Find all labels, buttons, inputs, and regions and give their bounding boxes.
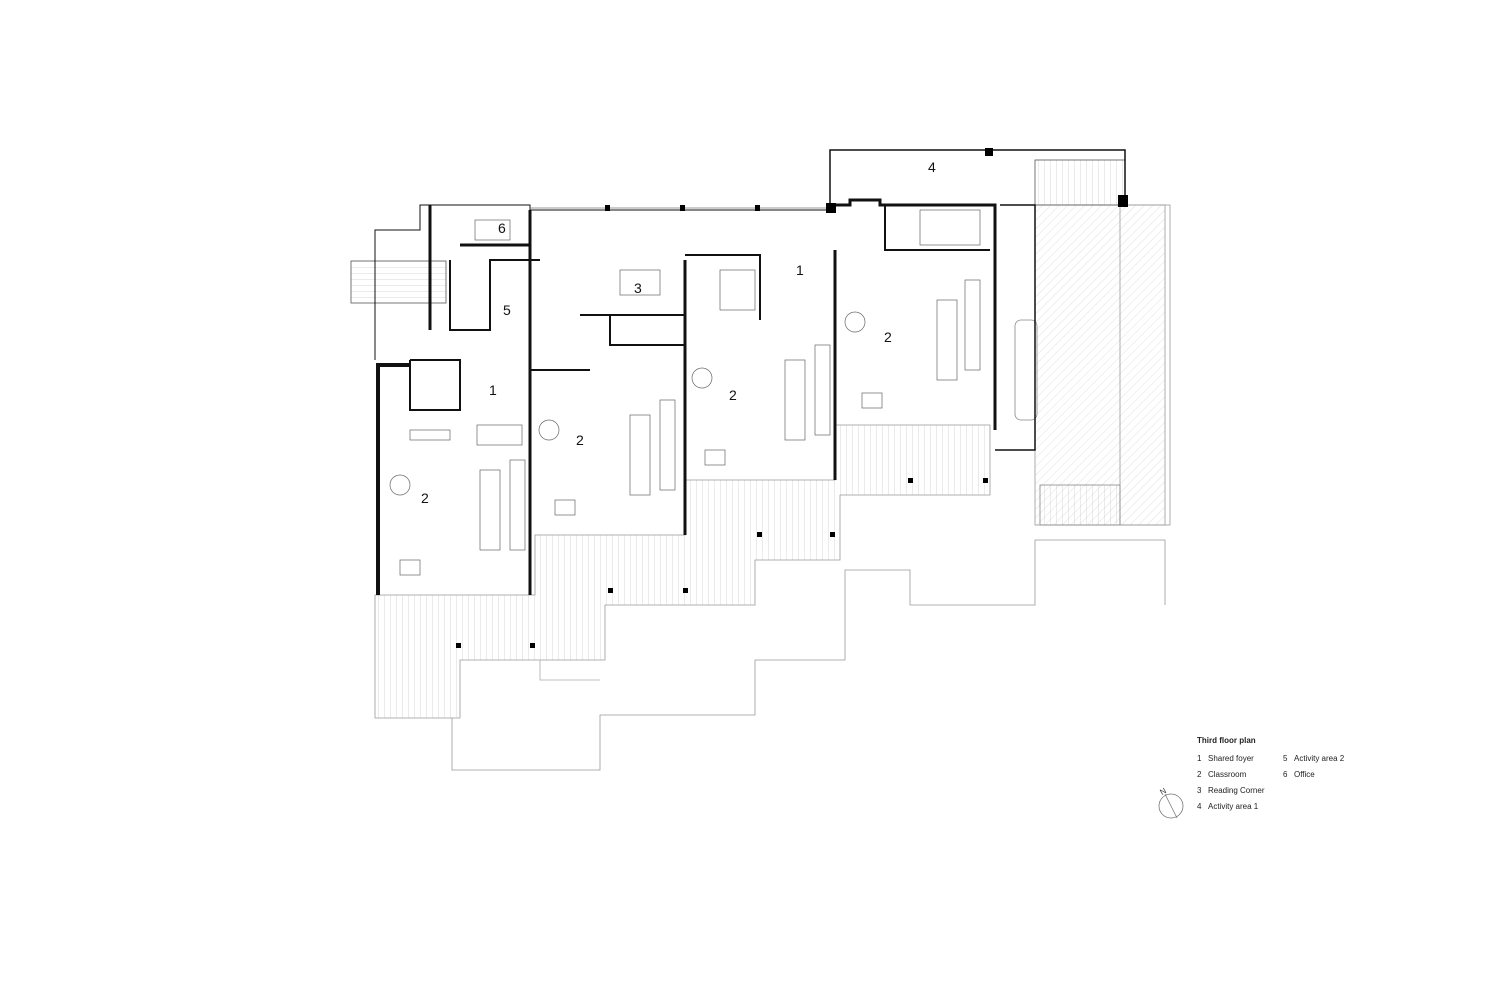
- room-label-office: 6: [498, 220, 506, 236]
- columns: [456, 148, 1128, 648]
- terrace-deck: [374, 424, 991, 719]
- north-label: N: [1158, 786, 1168, 797]
- room-label-shared-foyer: 1: [796, 262, 804, 278]
- room-label-classroom: 2: [576, 432, 584, 448]
- room-label-classroom: 2: [884, 329, 892, 345]
- roof-terrace: [1014, 204, 1171, 526]
- room-label-reading-corner: 3: [634, 280, 642, 296]
- north-arrow-icon: N: [1158, 786, 1184, 819]
- stair: [350, 159, 1126, 304]
- furniture: [389, 209, 981, 576]
- room-label-activity-area-2: 5: [503, 302, 511, 318]
- room-label-classroom: 2: [421, 490, 429, 506]
- legend-title: Third floor plan: [1197, 736, 1256, 745]
- site-outline: [451, 539, 1166, 771]
- room-label-activity-area-1: 4: [928, 159, 936, 175]
- walls: [374, 149, 1126, 595]
- room-label-classroom: 2: [729, 387, 737, 403]
- room-label-shared-foyer: 1: [489, 382, 497, 398]
